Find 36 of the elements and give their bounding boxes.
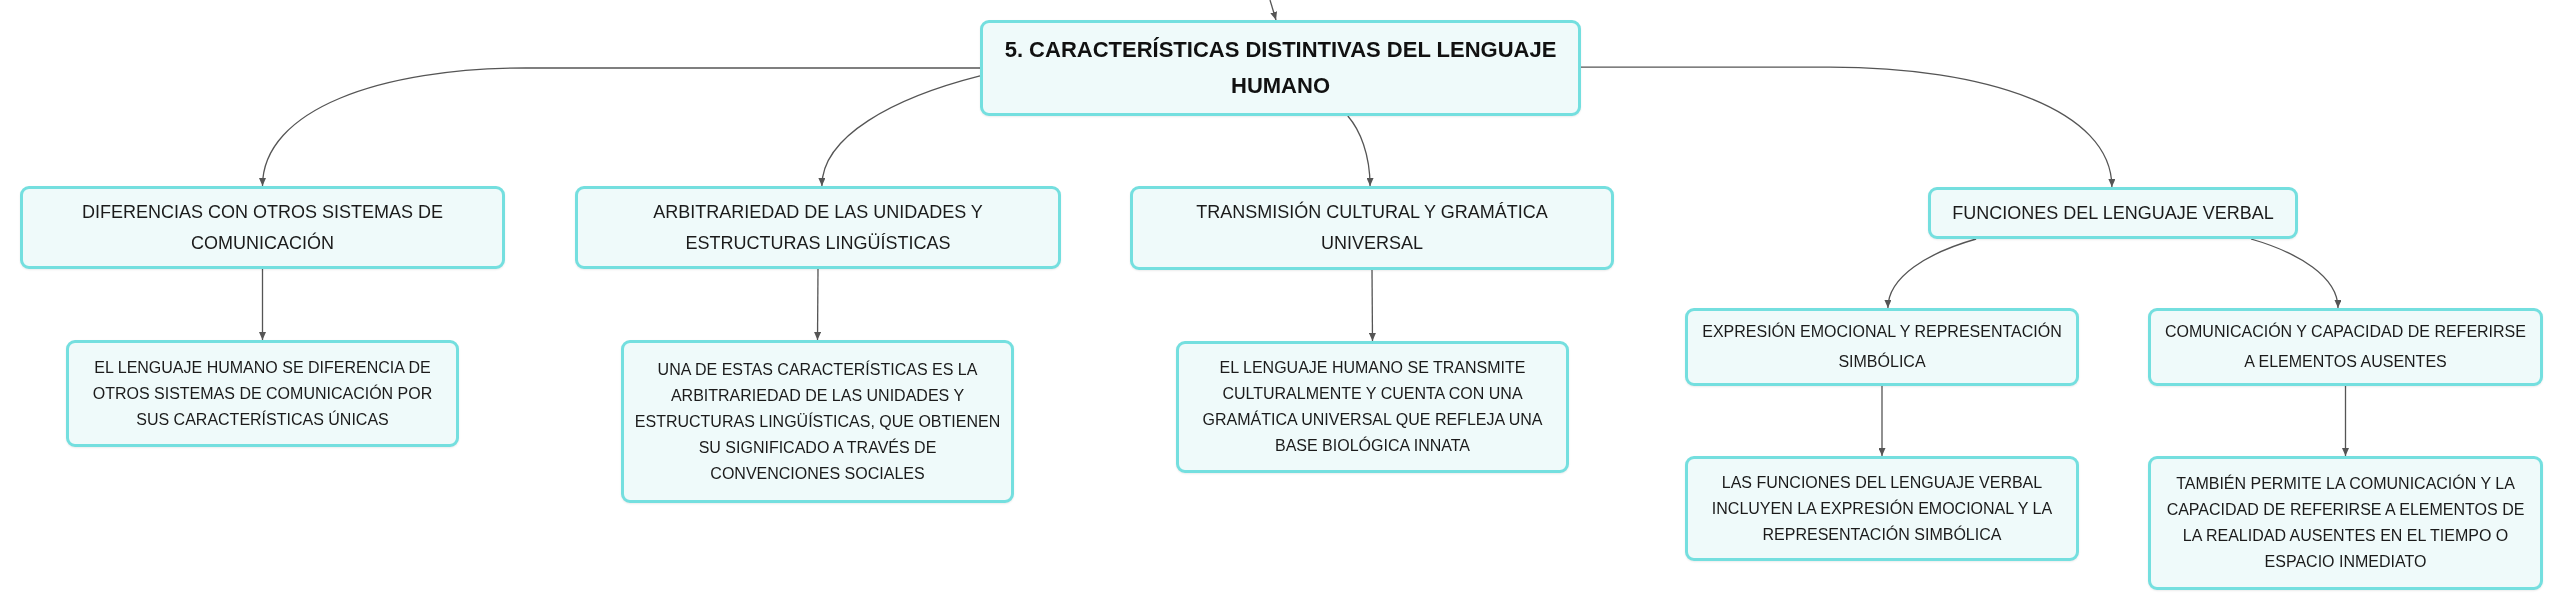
subtopic-box — [2148, 456, 2543, 590]
topic-text: COMUNICACIÓN Y CAPACIDAD DE REFERIRSE A ELEMENTOS AUSENTES — [2164, 321, 2527, 372]
topic-text: TRANSMISIÓN CULTURAL Y GRAMÁTICA UNIVERSAL — [1195, 200, 1549, 255]
topic-text: 5. CARACTERÍSTICAS DISTINTIVAS DEL LENGUAJE HUMANO — [1003, 36, 1558, 100]
topic-box — [575, 186, 1061, 269]
connector-arrow — [259, 268, 266, 341]
topic-text: ARBITRARIEDAD DE LAS UNIDADES Y ESTRUCTURAS LINGÜÍSTICAS — [652, 200, 984, 255]
connector-arrow — [1580, 66, 2115, 188]
topic-text: LAS FUNCIONES DEL LENGUAJE VERBAL INCLUYEN LA EXPRESIÓN EMOCIONAL Y LA REPRESENTACIÓN SIMBÓLICA — [1710, 472, 2054, 545]
connector-arrow — [260, 67, 981, 187]
subtopic-box — [1685, 308, 2079, 386]
subtopic-box — [1176, 341, 1569, 473]
subtopic-box — [621, 340, 1014, 503]
topic-text: DIFERENCIAS CON OTROS SISTEMAS DE COMUNICACIÓN — [80, 200, 444, 255]
topic-text: EL LENGUAJE HUMANO SE TRANSMITE CULTURALMENTE Y CUENTA CON UNA GRAMÁTICA UNIVERSAL QUE REFLEJA UNA BASE BIOLÓGICA INNATA — [1201, 358, 1544, 456]
topic-box — [1928, 187, 2298, 239]
connector-arrow — [2250, 238, 2341, 309]
connector-arrow — [2342, 385, 2349, 457]
subtopic-box — [2148, 308, 2543, 386]
central-topic-box — [980, 20, 1581, 116]
topic-text: EXPRESIÓN EMOCIONAL Y REPRESENTACIÓN SIMBÓLICA — [1701, 321, 2063, 372]
connector-arrow — [1347, 115, 1374, 187]
topic-text: FUNCIONES DEL LENGUAJE VERBAL — [1951, 201, 2275, 225]
connector-arrow — [1269, 0, 1278, 21]
topic-box — [1130, 186, 1614, 270]
subtopic-box — [1685, 456, 2079, 561]
topic-text: UNA DE ESTAS CARACTERÍSTICAS ES LA ARBITRARIEDAD DE LAS UNIDADES Y ESTRUCTURAS LINGÜÍSTICAS, QUE OBTIENEN SU SIGNIFICADO A TRAVÉS DE CONVENCIONES SOCIALES — [633, 359, 1002, 484]
connector-arrow — [1368, 269, 1376, 342]
connector-arrow — [819, 75, 981, 187]
connector-arrow — [1885, 238, 1977, 309]
connector-arrow — [814, 268, 822, 341]
subtopic-box — [66, 340, 459, 447]
topic-text: TAMBIÉN PERMITE LA COMUNICACIÓN Y LA CAPACIDAD DE REFERIRSE A ELEMENTOS DE LA REALIDAD AUSENTES EN EL TIEMPO O ESPACIO INMEDIATO — [2165, 473, 2526, 572]
topic-box — [20, 186, 505, 269]
connector-arrow — [1878, 385, 1886, 457]
topic-text: EL LENGUAJE HUMANO SE DIFERENCIA DE OTROS SISTEMAS DE COMUNICACIÓN POR SUS CARACTERÍSTICAS ÚNICAS — [91, 357, 434, 430]
